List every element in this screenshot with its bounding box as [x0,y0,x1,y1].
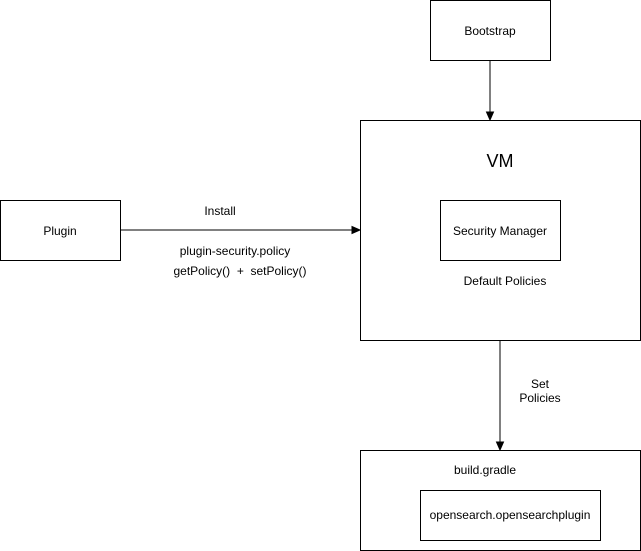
node-opensearch-plugin-label: opensearch.opensearchplugin [430,508,591,522]
node-security-manager-label: Security Manager [453,224,547,238]
node-opensearch-plugin-box [420,490,601,541]
node-build-gradle-label: build.gradle [454,463,516,477]
node-vm-label: VM [487,151,514,171]
edge-set-label: Set [531,377,550,391]
edge-install-label: Install [204,204,235,218]
edge-policy-file-label: plugin-security.policy [180,244,291,258]
edge-bootstrap-to-vm-arrowhead [485,111,495,122]
edge-vm-to-build-arrowhead [495,441,505,452]
edge-plugin-to-vm-arrowhead [351,225,362,235]
edge-vm-to-build: Set Policies [495,341,561,452]
edge-policies-label: Policies [519,391,560,405]
node-bootstrap-label: Bootstrap [464,24,516,38]
node-plugin-box [0,200,121,261]
node-plugin[interactable]: Plugin [0,200,121,261]
edge-policy-methods-label: getPolicy() + setPolicy() [173,264,306,278]
node-vm-default-policies: Default Policies [464,274,547,288]
node-security-manager-box [440,200,561,261]
node-bootstrap[interactable]: Bootstrap [430,0,551,61]
node-bootstrap-box [430,0,551,61]
edge-bootstrap-to-vm [485,61,495,122]
edge-plugin-to-vm: Install plugin-security.policy getPolicy… [121,204,362,278]
node-opensearch-plugin[interactable]: opensearch.opensearchplugin [420,490,601,541]
node-plugin-label: Plugin [43,224,76,238]
node-security-manager[interactable]: Security Manager [440,200,561,261]
